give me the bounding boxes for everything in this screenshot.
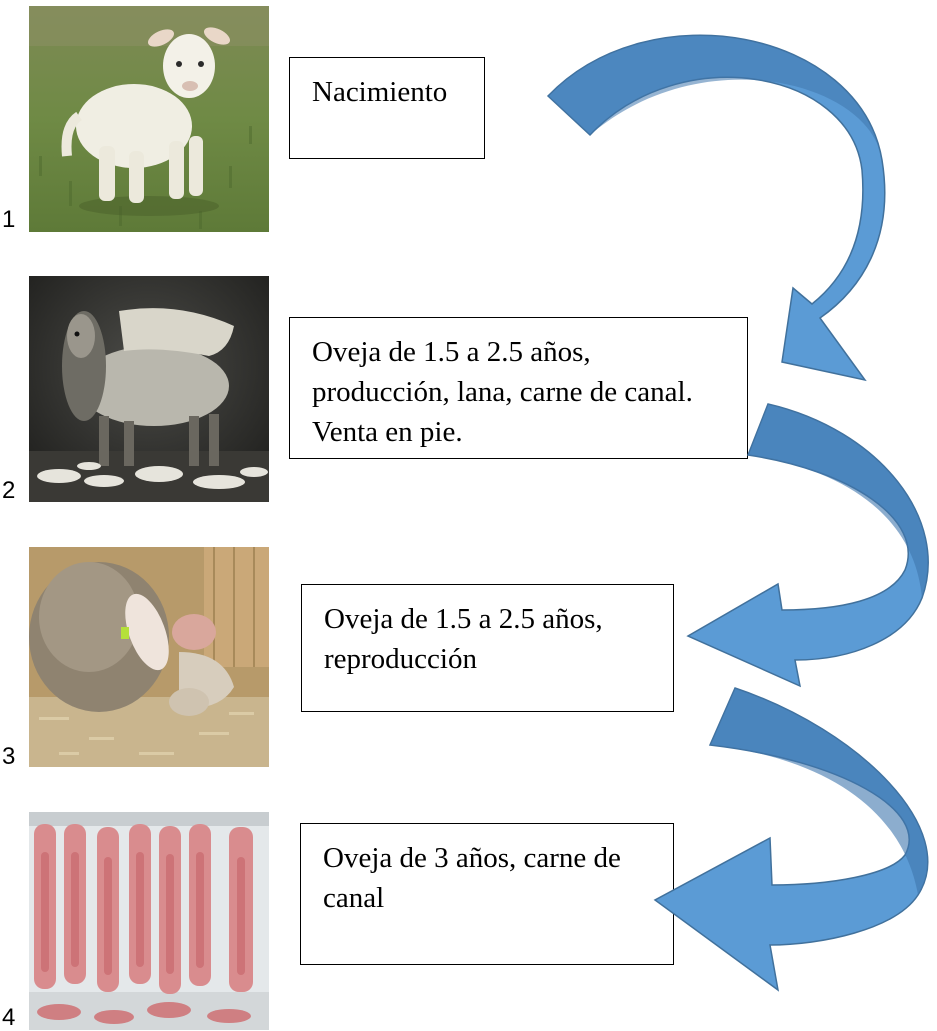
step-text-1: Nacimiento: [312, 76, 447, 108]
photo-ewe-with-lamb: [29, 547, 269, 767]
photo-lamb: [29, 6, 269, 232]
step-text-2: Oveja de 1.5 a 2.5 años, producción, lan…: [312, 336, 693, 448]
step-box-4: Oveja de 3 años, carne de canal: [300, 823, 674, 965]
step-number-3: 3: [2, 745, 15, 769]
step-text-3: Oveja de 1.5 a 2.5 años, reproducción: [324, 603, 603, 675]
step-number-4: 4: [2, 1006, 15, 1030]
step-number-1: 1: [2, 208, 15, 232]
step-box-3: Oveja de 1.5 a 2.5 años, reproducción: [301, 584, 674, 712]
flow-arrow-3: [655, 688, 928, 990]
step-number-2: 2: [2, 479, 15, 503]
photo-hanging-carcasses: [29, 812, 269, 1030]
step-box-2: Oveja de 1.5 a 2.5 años, producción, lan…: [289, 317, 748, 459]
step-text-4: Oveja de 3 años, carne de canal: [323, 842, 621, 914]
step-box-1: Nacimiento: [289, 57, 485, 159]
photo-sheared-sheep: [29, 276, 269, 502]
